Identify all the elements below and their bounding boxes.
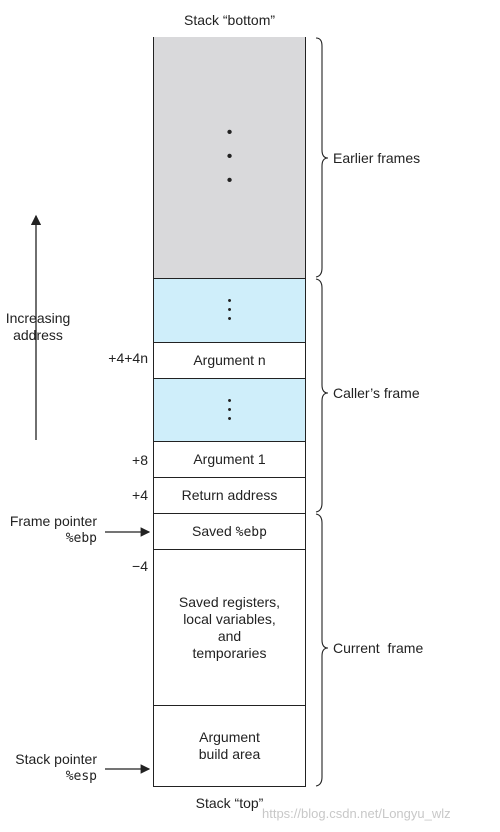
return-address-label: Return address bbox=[181, 487, 278, 503]
stack-top-label: Stack “top” bbox=[195, 795, 264, 811]
callers-frame-label: Caller’s frame bbox=[333, 385, 420, 401]
offset-minus-4: −4 bbox=[132, 558, 148, 574]
argument-build-area-label: Argument build area bbox=[198, 728, 261, 762]
offset-return: +4 bbox=[132, 487, 148, 503]
saved-ebp-cell: Saved %ebp bbox=[154, 513, 305, 549]
saved-registers-cell: Saved registers, local variables, and te… bbox=[154, 549, 305, 705]
current-frame-label: Current frame bbox=[333, 640, 424, 656]
callers-frame-brace bbox=[315, 278, 329, 513]
caller-ellipsis-block-lower: ••• bbox=[154, 378, 305, 441]
earlier-frames-brace bbox=[315, 37, 329, 278]
argument-n-label: Argument n bbox=[193, 352, 266, 368]
frame-pointer-label: Frame pointer bbox=[9, 513, 97, 529]
increasing-address-label: Increasing address bbox=[5, 310, 71, 343]
earlier-frames-block: ••• bbox=[154, 36, 305, 278]
stack-pointer-reg: %esp bbox=[65, 769, 97, 784]
argument-1-label: Argument 1 bbox=[193, 451, 266, 467]
ellipsis-dots: ••• bbox=[227, 295, 232, 325]
saved-ebp-text: Saved bbox=[192, 522, 236, 539]
ellipsis-dots: ••• bbox=[226, 124, 233, 189]
offset-arg-n: +4+4n bbox=[108, 350, 148, 366]
return-address-cell: Return address bbox=[154, 477, 305, 513]
stack-bottom-label: Stack “bottom” bbox=[183, 12, 276, 28]
current-frame-brace bbox=[315, 513, 329, 787]
saved-ebp-label: Saved %ebp bbox=[192, 523, 267, 541]
caller-ellipsis-block-upper: ••• bbox=[154, 278, 305, 342]
argument-build-area-cell: Argument build area bbox=[154, 705, 305, 785]
ellipsis-dots: ••• bbox=[227, 394, 232, 425]
earlier-frames-label: Earlier frames bbox=[333, 150, 421, 166]
stack-column: ••• ••• Argument n ••• Argument 1 Return… bbox=[153, 36, 306, 787]
offset-arg-1: +8 bbox=[132, 452, 148, 468]
saved-registers-label: Saved registers, local variables, and te… bbox=[178, 593, 281, 661]
frame-pointer-reg: %ebp bbox=[65, 531, 97, 546]
watermark: https://blog.csdn.net/Longyu_wlz bbox=[262, 806, 451, 821]
saved-ebp-reg: %ebp bbox=[235, 524, 267, 540]
argument-1-cell: Argument 1 bbox=[154, 441, 305, 477]
argument-n-cell: Argument n bbox=[154, 342, 305, 378]
stack-pointer-label: Stack pointer bbox=[15, 751, 97, 767]
